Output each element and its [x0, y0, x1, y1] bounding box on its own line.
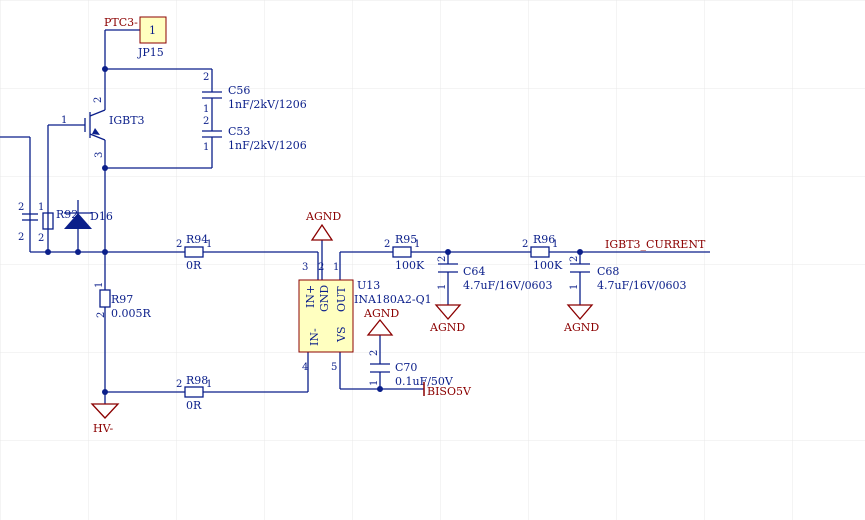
agnd-label-c64: AGND	[429, 321, 465, 334]
junction-dots	[45, 66, 583, 395]
svg-text:1: 1	[203, 104, 209, 115]
svg-text:2: 2	[38, 233, 44, 244]
u13-amplifier[interactable]: 3 2 1 4 5 IN+ GND OUT IN- VS U13 INA180A…	[298, 262, 432, 373]
u13-pin-in-minus: IN-	[308, 328, 321, 346]
c53-ref: C53	[228, 125, 250, 138]
svg-text:1: 1	[333, 262, 339, 273]
r98-resistor[interactable]: 2 1 R98 0R	[176, 374, 212, 412]
u13-pin-in-plus: IN+	[304, 285, 317, 308]
u13-pin-gnd: GND	[318, 285, 331, 312]
agnd-label-u13: AGND	[305, 210, 341, 223]
hv-minus-label: HV-	[93, 422, 114, 435]
svg-text:1: 1	[38, 202, 44, 213]
jp15-pin-number: 1	[149, 24, 156, 37]
svg-text:1: 1	[206, 379, 212, 390]
c64-capacitor[interactable]: 2 1 C64 4.7uF/16V/0603	[437, 256, 553, 292]
svg-text:2: 2	[176, 239, 182, 250]
ptc3-net-label: PTC3-	[104, 16, 138, 29]
c56-value: 1nF/2kV/1206	[228, 98, 307, 111]
svg-text:2: 2	[203, 72, 209, 83]
r92-resistor[interactable]: 1 2 R92	[38, 202, 78, 244]
r96-value: 100K	[533, 259, 563, 272]
agnd-label-c68: AGND	[563, 321, 599, 334]
svg-text:2: 2	[369, 350, 380, 356]
svg-text:2: 2	[318, 262, 324, 273]
u13-ref: U13	[357, 279, 380, 292]
c53-capacitor[interactable]: 2 1 C53 1nF/2kV/1206	[202, 110, 307, 157]
c56-ref: C56	[228, 84, 250, 97]
c70-value: 0.1uF/50V	[395, 375, 454, 388]
jp15-ref: JP15	[137, 46, 164, 59]
svg-text:1: 1	[369, 380, 380, 386]
d16-ref: D16	[90, 210, 113, 223]
svg-text:3: 3	[302, 262, 308, 273]
r97-resistor[interactable]: 1 2 R97 0.005R	[94, 282, 151, 320]
svg-text:1: 1	[569, 284, 580, 290]
svg-text:1: 1	[61, 115, 67, 126]
igbt3-current-net-label[interactable]: IGBT3_CURRENT	[605, 238, 706, 251]
biso5v-label: BISO5V	[427, 385, 472, 398]
svg-text:3: 3	[94, 152, 105, 158]
svg-text:2: 2	[176, 379, 182, 390]
c68-value: 4.7uF/16V/0603	[597, 279, 687, 292]
svg-text:2: 2	[437, 256, 448, 262]
svg-text:2: 2	[569, 256, 580, 262]
svg-text:5: 5	[331, 362, 337, 373]
r96-resistor[interactable]: 2 1 R96 100K	[522, 233, 563, 272]
c68-ref: C68	[597, 265, 619, 278]
r94-ref: R94	[186, 233, 208, 246]
r98-value: 0R	[186, 399, 202, 412]
svg-text:1: 1	[94, 282, 105, 288]
svg-text:2: 2	[18, 202, 24, 213]
svg-text:2: 2	[522, 239, 528, 250]
svg-text:1: 1	[552, 239, 558, 250]
svg-text:1: 1	[437, 284, 448, 290]
u13-pin-vs: VS	[335, 327, 348, 343]
svg-text:4: 4	[302, 362, 308, 373]
svg-text:2: 2	[203, 116, 209, 127]
svg-text:1: 1	[206, 239, 212, 250]
hv-minus-symbol[interactable]: HV-	[90, 403, 120, 435]
r95-resistor[interactable]: 2 1 R95 100K	[384, 233, 425, 272]
d16-diode[interactable]: D16	[64, 210, 113, 229]
r98-ref: R98	[186, 374, 208, 387]
agnd-symbol-u13[interactable]: AGND	[305, 210, 341, 241]
r94-value: 0R	[186, 259, 202, 272]
left-capacitor[interactable]: 2 2	[18, 202, 38, 243]
c70-capacitor[interactable]: 2 1 C70 0.1uF/50V	[369, 350, 454, 388]
jp15-connector[interactable]: PTC3- 1 JP15	[104, 16, 167, 59]
svg-text:2: 2	[18, 232, 24, 243]
agnd-label-c70: AGND	[363, 307, 399, 320]
svg-text:2: 2	[384, 239, 390, 250]
igbt3-ref: IGBT3	[109, 114, 145, 127]
c64-ref: C64	[463, 265, 485, 278]
svg-text:2: 2	[93, 97, 104, 103]
r95-value: 100K	[395, 259, 425, 272]
c64-value: 4.7uF/16V/0603	[463, 279, 553, 292]
c68-capacitor[interactable]: 2 1 C68 4.7uF/16V/0603	[569, 256, 687, 292]
u13-part: INA180A2-Q1	[354, 293, 432, 306]
agnd-symbol-c64[interactable]: AGND	[429, 304, 465, 334]
c53-value: 1nF/2kV/1206	[228, 139, 307, 152]
r96-ref: R96	[533, 233, 555, 246]
biso5v-port[interactable]: BISO5V	[423, 382, 472, 398]
r97-value: 0.005R	[111, 307, 151, 320]
svg-text:1: 1	[203, 142, 209, 153]
svg-text:2: 2	[96, 312, 107, 318]
igbt3-transistor[interactable]: 1 2 3 IGBT3	[61, 95, 145, 158]
agnd-symbol-c70[interactable]: AGND	[363, 307, 399, 336]
r94-resistor[interactable]: 2 1 R94 0R	[176, 233, 212, 272]
wires	[0, 29, 710, 404]
r97-ref: R97	[111, 293, 133, 306]
c56-capacitor[interactable]: 2 1 C56 1nF/2kV/1206	[202, 72, 307, 115]
svg-text:1: 1	[414, 239, 420, 250]
agnd-symbol-c68[interactable]: AGND	[563, 304, 599, 334]
r95-ref: R95	[395, 233, 417, 246]
r92-ref: R92	[56, 208, 78, 221]
u13-pin-out: OUT	[335, 286, 348, 312]
c70-ref: C70	[395, 361, 417, 374]
